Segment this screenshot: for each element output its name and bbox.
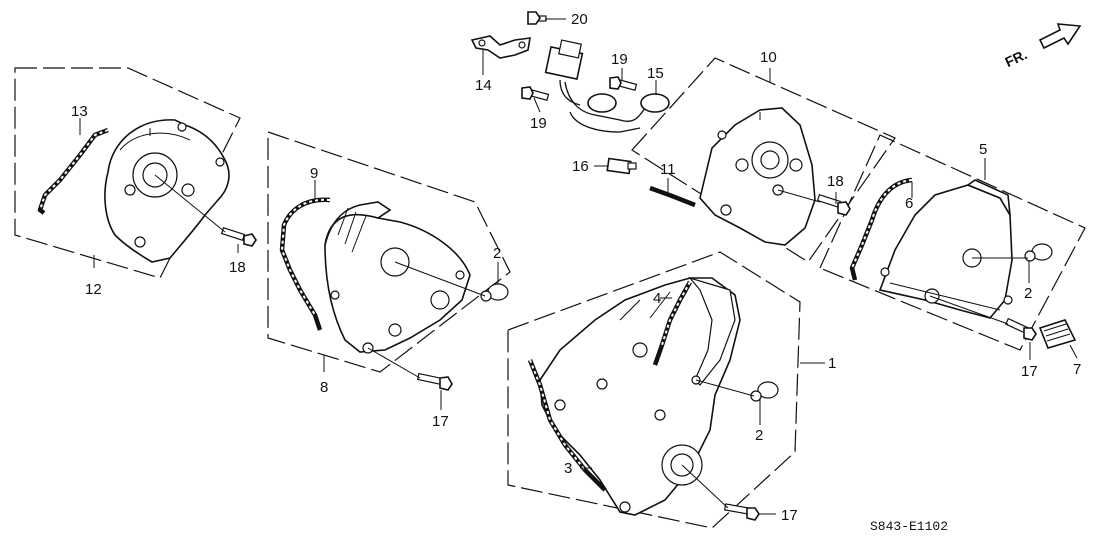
callout-19-top: 19 [611,51,628,68]
callout-20: 20 [571,11,588,28]
bolt-17-middle [416,372,453,391]
callout-18-right: 18 [827,173,844,190]
callout-11: 11 [660,161,676,178]
bolt-18-upper [816,193,851,216]
callout-5: 5 [979,141,987,158]
callout-9: 9 [310,165,318,182]
callout-19-left: 19 [530,115,547,132]
group-box-8 [267,131,511,373]
callout-6: 6 [905,195,913,212]
part-12-rear-cover [104,119,230,263]
grommet-2-upper [1024,243,1053,262]
grommet-2-lower [750,381,779,402]
part-8-middle-cover [324,201,471,354]
group-box-5 [819,134,1086,351]
part-15-sensor-harness [544,39,670,133]
callout-2-upper: 2 [1024,285,1032,302]
front-direction-arrow-icon [1038,23,1082,50]
part-9-gasket [279,197,331,331]
callout-17-lower: 17 [781,507,798,524]
bolt-18-left [220,226,257,247]
part-11-gasket [649,185,696,208]
callout-10: 10 [760,49,777,66]
front-marker-label: FR. [1002,46,1029,70]
part-13-gasket [37,127,109,215]
group-box-1 [507,251,801,529]
callout-4: 4 [653,290,661,307]
callout-18-left: 18 [229,259,246,276]
callout-2-middle: 2 [493,245,501,262]
part-10-upper-rear-cover [699,107,816,246]
part-14-bracket [470,35,531,59]
bolt-19-b [609,76,638,91]
callout-8: 8 [320,379,328,396]
part-1-lower-cover [539,276,741,516]
part-7-plate [1038,319,1077,349]
callout-16: 16 [572,158,589,175]
callout-17-middle: 17 [432,413,449,430]
callout-13: 13 [71,103,88,120]
part-3-gasket [527,359,607,492]
leader-lines [79,18,1078,515]
part-5-upper-front-cover [878,179,1013,319]
callout-17-right: 17 [1021,363,1038,380]
grommet-2-middle [480,283,509,302]
callout-2-lower: 2 [755,427,763,444]
part-4-gasket [652,280,692,366]
bolt-20 [527,11,547,25]
callout-3: 3 [564,460,572,477]
part-6-gasket [849,177,913,281]
bolt-19-a [521,86,550,101]
diagram-code: S843-E1102 [870,519,948,534]
callout-12: 12 [85,281,102,298]
callout-7: 7 [1073,361,1081,378]
part-16-sensor [606,157,637,175]
callout-14: 14 [475,77,492,94]
callout-1: 1 [828,355,836,372]
bolt-17-right [1004,317,1037,341]
bolt-17-lower [723,503,760,521]
callout-15: 15 [647,65,664,82]
